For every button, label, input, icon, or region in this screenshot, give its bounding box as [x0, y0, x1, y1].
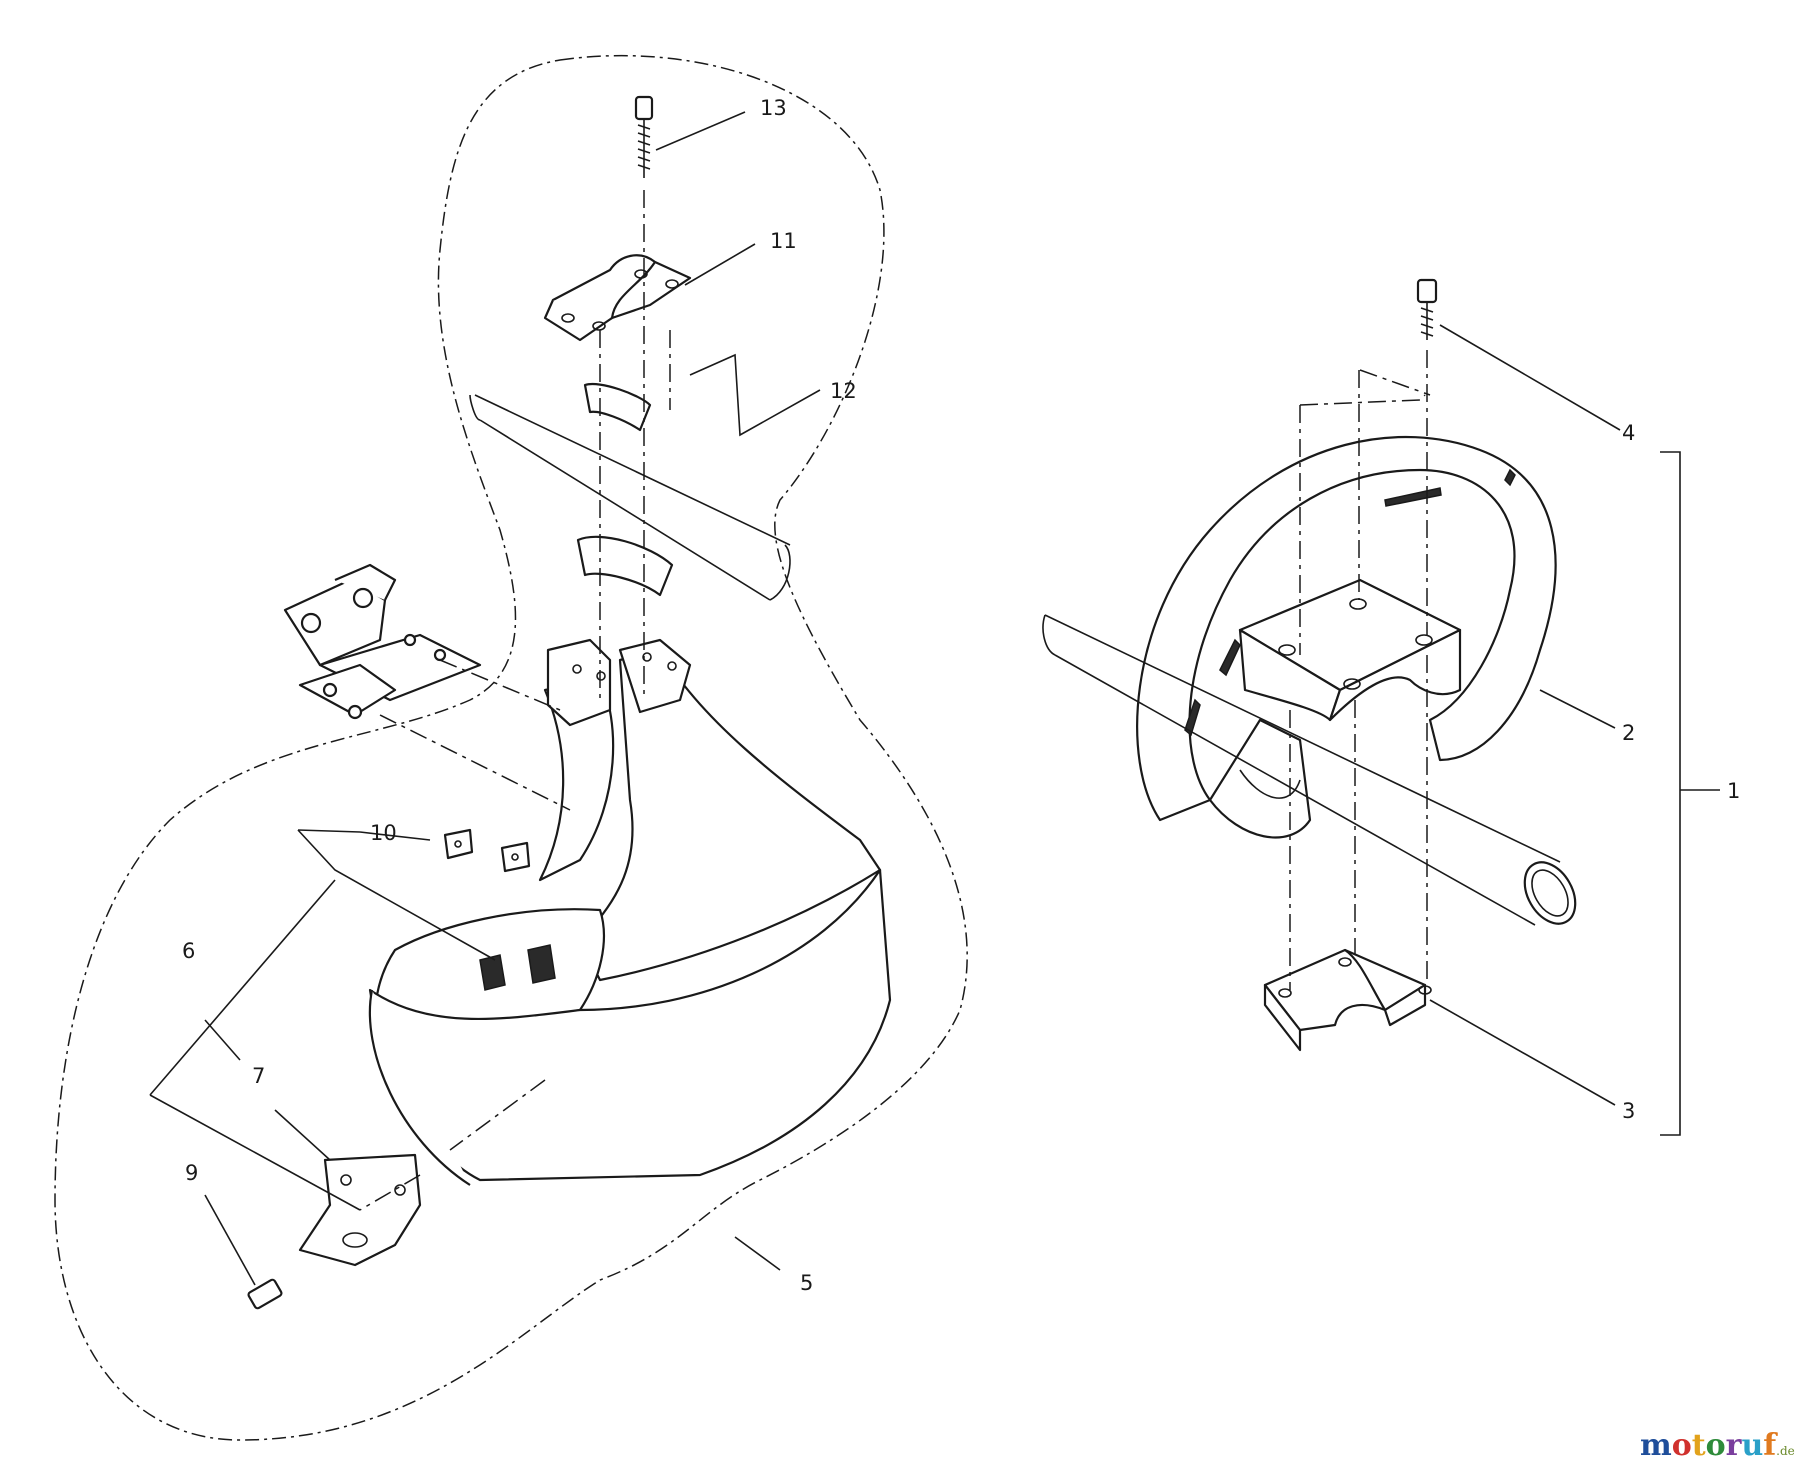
half-shell-12-upper: [583, 382, 652, 432]
watermark-letter: o: [1705, 1428, 1726, 1463]
callout-10: 10: [370, 821, 397, 845]
watermark-letter: f: [1763, 1428, 1777, 1463]
callout-9: 9: [185, 1161, 198, 1185]
leader-lines: [149, 111, 1720, 1286]
mounting-bracket: [283, 563, 482, 720]
callout-7: 7: [252, 1064, 265, 1088]
watermark-tld: .de: [1776, 1444, 1795, 1458]
screw-9: [247, 1278, 283, 1310]
clamp-lower-3: [1263, 948, 1432, 1052]
nuts-10: [443, 828, 531, 873]
callout-1: 1: [1727, 779, 1740, 803]
callout-11: 11: [770, 229, 797, 253]
half-shell-12-lower: [576, 535, 674, 597]
callout-2: 2: [1622, 721, 1635, 745]
watermark-letter: m: [1640, 1428, 1672, 1463]
callout-3: 3: [1622, 1099, 1635, 1123]
kit-boundary-outline: [54, 54, 968, 1441]
callout-5: 5: [800, 1271, 813, 1295]
callout-13: 13: [760, 96, 787, 120]
watermark-letter: t: [1691, 1428, 1706, 1463]
callout-4: 4: [1622, 421, 1635, 445]
callout-12: 12: [830, 379, 857, 403]
screw-4: [1416, 278, 1438, 340]
screw-13: [634, 95, 654, 178]
shaft-pipe-right: [1042, 614, 1577, 926]
watermark-letter: o: [1671, 1428, 1692, 1463]
deflector-guard: [368, 638, 892, 1186]
clamp-upper-right: [1238, 578, 1462, 722]
d-handle-2: [1136, 435, 1557, 839]
clamp-11: [543, 254, 692, 342]
callout-6: 6: [182, 939, 195, 963]
watermark-letter: r: [1725, 1428, 1742, 1463]
shaft-pipe-left: [469, 394, 791, 601]
watermark-letter: u: [1741, 1428, 1764, 1463]
watermark-logo: motoruf.de: [1640, 1428, 1795, 1463]
watermark-letters: motoruf: [1640, 1428, 1776, 1463]
assembly-lines: [359, 190, 1431, 1211]
